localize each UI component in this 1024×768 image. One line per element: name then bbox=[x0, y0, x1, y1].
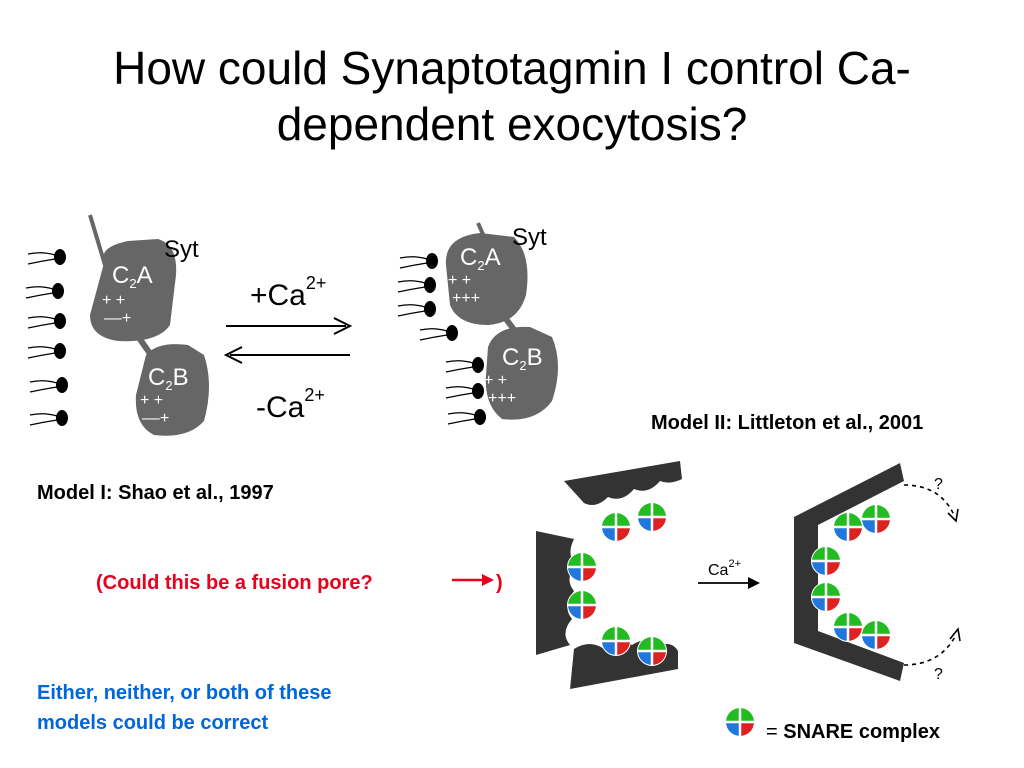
equilibrium-arrows bbox=[223, 317, 353, 364]
synaptotagmin-figure: C2A Syt + + ––+ C2B + + ––+ +Ca2+ -Ca2+ … bbox=[25, 214, 558, 436]
svg-text:+ +: + + bbox=[448, 272, 471, 289]
svg-text:+ +: + + bbox=[484, 372, 507, 389]
model2-label: Model II: Littleton et al., 2001 bbox=[651, 412, 924, 434]
pore-membrane-left bbox=[536, 461, 682, 689]
fusion-pore-close-paren: ) bbox=[496, 572, 503, 594]
svg-text:C2B: C2B bbox=[148, 364, 189, 393]
question-mark-bottom: ? bbox=[934, 666, 943, 683]
reverse-ca-label: -Ca2+ bbox=[256, 385, 325, 424]
c2a-domain-left bbox=[90, 239, 177, 342]
svg-text:C2A: C2A bbox=[112, 262, 153, 291]
svg-text:––+: ––+ bbox=[104, 310, 131, 327]
forward-ca-label: +Ca2+ bbox=[250, 273, 326, 312]
conclusion-line-2: models could be correct bbox=[37, 712, 269, 734]
fusion-pore-question: (Could this be a fusion pore? bbox=[96, 572, 373, 594]
pore-membrane-right bbox=[794, 463, 904, 681]
c2b-domain-left bbox=[135, 344, 209, 436]
svg-text:––+: ––+ bbox=[142, 410, 169, 427]
snare-legend-text: SNARE complex bbox=[783, 721, 940, 743]
ca-arrow-label: Ca2+ bbox=[708, 558, 741, 579]
page-title: How could Synaptotagmin I control Ca-dep… bbox=[113, 42, 911, 150]
snare-complexes-left bbox=[565, 500, 669, 668]
model1-label: Model I: Shao et al., 1997 bbox=[37, 482, 274, 504]
svg-text:+++: +++ bbox=[488, 390, 516, 407]
svg-text:+++: +++ bbox=[452, 290, 480, 307]
svg-text:+ +: + + bbox=[140, 392, 163, 409]
snare-legend-equals: = bbox=[766, 721, 784, 743]
svg-text:C2A: C2A bbox=[460, 244, 501, 273]
c2b-domain-right bbox=[485, 326, 558, 420]
fusion-pore-arrow-icon bbox=[452, 574, 494, 586]
conclusion-text: Either, neither, or both of these models… bbox=[37, 678, 331, 738]
lipid-layer-left bbox=[25, 248, 69, 427]
dashed-arrow-top bbox=[903, 484, 955, 516]
dashed-arrow-bottom bbox=[903, 634, 957, 666]
snare-complexes-right bbox=[809, 502, 893, 652]
snare-pore-figure: Ca2+ ? ? bbox=[536, 461, 961, 689]
svg-text:C2B: C2B bbox=[502, 344, 543, 373]
svg-text:Syt: Syt bbox=[512, 224, 547, 251]
svg-text:+ +: + + bbox=[102, 292, 125, 309]
snare-legend: = SNARE complex bbox=[766, 721, 940, 744]
snare-complex-icon bbox=[725, 707, 755, 737]
conclusion-line-1: Either, neither, or both of these bbox=[37, 682, 332, 704]
question-mark-top: ? bbox=[934, 476, 943, 493]
c2a-domain-right bbox=[445, 233, 528, 325]
svg-text:Syt: Syt bbox=[164, 236, 199, 263]
